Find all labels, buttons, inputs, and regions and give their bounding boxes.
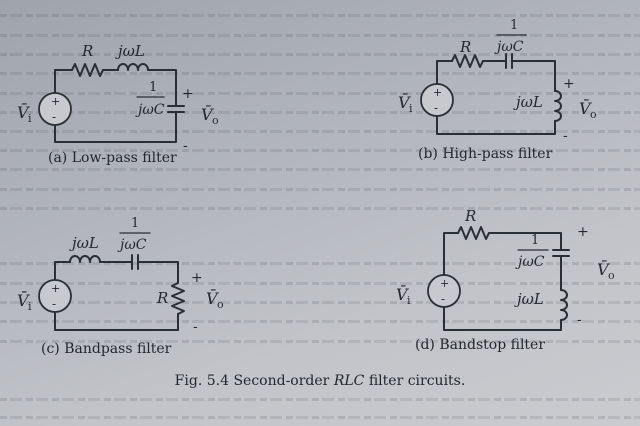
voltage-source: [38, 92, 72, 126]
inductor-label: jωL: [513, 93, 543, 111]
figure-text-after: filter circuits.: [364, 373, 466, 389]
output-voltage-sub: o: [217, 298, 224, 311]
source-minus: -: [52, 297, 56, 311]
resistor-label: R: [459, 38, 471, 56]
output-minus: -: [563, 128, 568, 144]
output-voltage-label: V̄: [579, 97, 592, 118]
source-plus: +: [433, 86, 442, 99]
capacitor-denominator: jωC: [515, 254, 545, 270]
circuit-low-pass: + - R jωL 1 jωC + - V̄ i V̄ o: [17, 42, 219, 154]
output-plus: +: [191, 270, 203, 286]
voltage-source: [427, 274, 461, 308]
figure-label: Fig. 5.4: [174, 373, 229, 389]
inductor-symbol: [554, 90, 562, 122]
input-voltage-sub: i: [407, 294, 411, 307]
source-minus: -: [52, 110, 56, 124]
input-voltage-label: V̄: [396, 283, 409, 304]
source-plus: +: [440, 277, 449, 290]
output-voltage-label: V̄: [206, 287, 219, 308]
output-voltage-sub: o: [212, 114, 219, 127]
output-minus: -: [577, 312, 582, 328]
capacitor-numerator: 1: [131, 216, 139, 231]
circuit-high-pass: + - R 1 jωC jωL + - V̄ i V̄ o: [398, 18, 597, 144]
input-voltage-label: V̄: [398, 91, 411, 112]
capacitor-denominator: jωC: [135, 102, 165, 118]
capacitor-numerator: 1: [510, 18, 518, 33]
source-minus: -: [434, 101, 438, 115]
caption-bandstop: (d) Bandstop filter: [415, 337, 546, 353]
output-plus: +: [563, 76, 575, 92]
source-plus: +: [51, 282, 60, 295]
resistor-label: R: [156, 289, 168, 307]
source-minus: -: [441, 292, 445, 306]
voltage-source: [420, 83, 454, 117]
caption-bandpass: (c) Bandpass filter: [41, 341, 172, 357]
inductor-symbol: [560, 289, 568, 321]
circuit-bandstop: + - R 1 jωC jωL + - V̄ i V̄ o: [396, 207, 615, 331]
capacitor-denominator: jωC: [117, 237, 147, 253]
output-minus: -: [193, 319, 198, 335]
inductor-label: jωL: [115, 42, 145, 60]
caption-high-pass: (b) High-pass filter: [418, 146, 553, 162]
capacitor-denominator: jωC: [494, 39, 524, 55]
figure-text-before: Second-order: [229, 373, 334, 389]
inductor-symbol: [117, 63, 149, 71]
resistor-symbol: [171, 282, 185, 315]
resistor-label: R: [464, 207, 476, 225]
output-voltage-label: V̄: [597, 258, 610, 279]
input-voltage-sub: i: [28, 300, 32, 313]
voltage-source: [38, 279, 72, 313]
output-plus: +: [577, 224, 589, 240]
inductor-label: jωL: [69, 234, 99, 252]
caption-low-pass: (a) Low-pass filter: [48, 150, 177, 166]
output-voltage-sub: o: [590, 108, 597, 121]
resistor-label: R: [81, 42, 93, 60]
input-voltage-label: V̄: [17, 101, 30, 122]
capacitor-numerator: 1: [149, 80, 157, 95]
inductor-symbol: [69, 255, 101, 263]
input-voltage-label: V̄: [17, 289, 30, 310]
source-plus: +: [51, 95, 60, 108]
circuit-bandpass: + - jωL 1 jωC R + - V̄ i V̄ o: [17, 216, 224, 335]
figure-caption: Fig. 5.4 Second-order RLC filter circuit…: [0, 373, 640, 389]
figure-text-italic: RLC: [333, 373, 365, 389]
capacitor-numerator: 1: [531, 233, 539, 248]
inductor-label: jωL: [514, 290, 544, 308]
output-minus: -: [183, 138, 188, 154]
output-voltage-sub: o: [608, 269, 615, 282]
input-voltage-sub: i: [409, 102, 413, 115]
output-voltage-label: V̄: [201, 103, 214, 124]
output-plus: +: [182, 86, 194, 102]
resistor-symbol: [71, 63, 104, 77]
resistor-symbol: [457, 226, 490, 240]
input-voltage-sub: i: [28, 112, 32, 125]
resistor-symbol: [451, 54, 484, 68]
